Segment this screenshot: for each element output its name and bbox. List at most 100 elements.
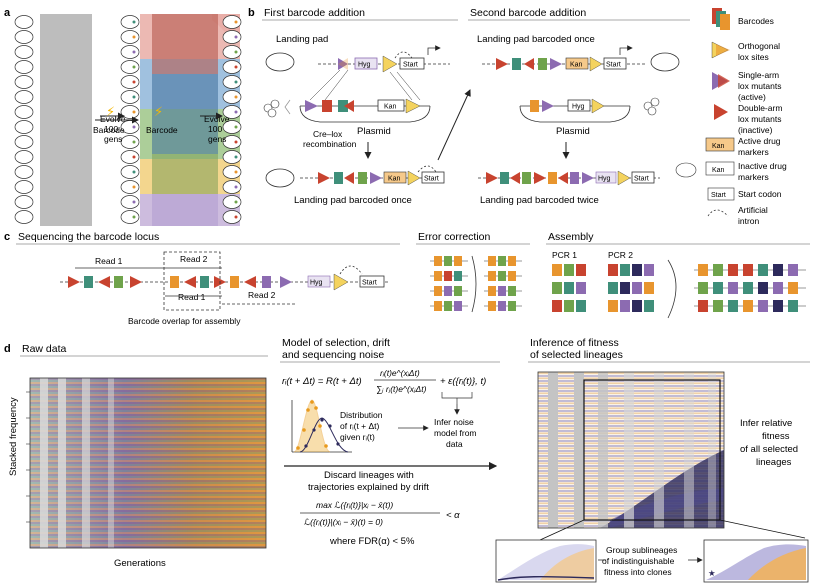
cell-icon bbox=[120, 90, 140, 104]
barcode-block bbox=[454, 271, 462, 281]
zoom-panel-left bbox=[495, 539, 597, 583]
first-barcode-title: First barcode addition bbox=[264, 7, 365, 19]
barcode-block bbox=[454, 256, 462, 266]
legend-double-arm: Double-arm bbox=[738, 103, 782, 113]
barcode-block bbox=[713, 282, 723, 294]
barcode-block bbox=[644, 300, 654, 312]
raw-data-plot bbox=[26, 377, 267, 549]
ratio-numerator: max ℒ({rᵢ(t)}|xᵢ − x̄(t)) bbox=[316, 500, 393, 510]
barcode-block bbox=[434, 256, 442, 266]
barcode-block bbox=[552, 264, 562, 276]
kan-marker-once: Kan bbox=[388, 176, 401, 183]
barcode-block bbox=[444, 271, 452, 281]
plasmid-label-1: Plasmid bbox=[357, 126, 391, 137]
read1-top: Read 1 bbox=[95, 256, 123, 266]
infer-relative-4: lineages bbox=[756, 457, 792, 468]
legend-double-arm-2: lox mutants bbox=[738, 114, 781, 124]
panel-c-letter: c bbox=[4, 231, 10, 243]
cell-icon bbox=[14, 90, 34, 104]
landing-pad-label: Landing pad bbox=[276, 34, 328, 45]
zoom-box bbox=[583, 379, 721, 521]
legend-start-icon: Start bbox=[707, 187, 735, 201]
barcode-block bbox=[498, 256, 506, 266]
distribution-point bbox=[310, 400, 314, 404]
legend-artificial: Artificial bbox=[738, 205, 768, 215]
error-correction-title: Error correction bbox=[418, 231, 491, 243]
barcode-block bbox=[576, 282, 586, 294]
cell-icon bbox=[222, 210, 242, 224]
distribution-label-2: of rᵢ(t + Δt) bbox=[340, 421, 380, 431]
barcode-label-1: Barcode bbox=[93, 125, 125, 135]
barcode-block bbox=[788, 300, 798, 312]
panel-b: b First barcode addition Second barcode … bbox=[248, 7, 697, 206]
barcode-block bbox=[728, 264, 738, 276]
cre-lox-label-2: recombination bbox=[303, 139, 357, 149]
sequencing-title: Sequencing the barcode locus bbox=[18, 231, 159, 243]
barcode-block bbox=[444, 301, 452, 311]
barcode-block bbox=[488, 256, 496, 266]
start-codon-1: Start bbox=[403, 62, 418, 69]
barcode-dot bbox=[132, 125, 136, 129]
infer-noise-3: data bbox=[446, 439, 463, 449]
barcode-block bbox=[620, 264, 630, 276]
equation-numerator: rᵢ(t)e^(xᵢΔt) bbox=[380, 368, 420, 378]
barcode-dot bbox=[234, 200, 238, 204]
kan-marker-second: Kan bbox=[570, 62, 583, 69]
distribution-point bbox=[304, 444, 308, 448]
cell-icon bbox=[222, 150, 242, 164]
barcode-block bbox=[508, 256, 516, 266]
barcode-block bbox=[508, 301, 516, 311]
distribution-point bbox=[302, 428, 306, 432]
locus-barcoded-once: Kan Start bbox=[265, 165, 445, 188]
legend-inactive-drug: Inactive drug bbox=[738, 161, 787, 171]
cell-icon bbox=[120, 210, 140, 224]
barcode-dot bbox=[234, 170, 238, 174]
hyg-marker-plasmid-2: Hyg bbox=[572, 104, 585, 111]
read2-top: Read 2 bbox=[180, 254, 208, 264]
legend: Barcodes Orthogonal lox sites Single-arm… bbox=[705, 8, 787, 226]
cell-icon bbox=[14, 165, 34, 179]
distribution-point bbox=[324, 444, 328, 448]
barcode-block bbox=[788, 264, 798, 276]
barcode-block bbox=[444, 286, 452, 296]
model-title-2: and sequencing noise bbox=[282, 349, 384, 361]
legend-active-drug: Active drug bbox=[738, 136, 781, 146]
pcr1-label: PCR 1 bbox=[552, 250, 577, 260]
barcode-block bbox=[758, 264, 768, 276]
distribution-point bbox=[314, 406, 318, 410]
cell-icon bbox=[222, 45, 242, 59]
population-column-initial bbox=[40, 14, 92, 226]
barcode-block bbox=[576, 264, 586, 276]
barcode-block bbox=[454, 286, 462, 296]
distribution-dots bbox=[296, 400, 340, 450]
cell-icon bbox=[14, 75, 34, 89]
cell-icon bbox=[222, 30, 242, 44]
barcode-dot bbox=[132, 65, 136, 69]
cell-icon bbox=[222, 135, 242, 149]
barcode-label-2: Barcode bbox=[146, 125, 178, 135]
legend-kan-icon-text: Kan bbox=[712, 143, 725, 150]
population-evolved bbox=[152, 14, 240, 226]
barcode-dot bbox=[234, 50, 238, 54]
legend-double-arm-3: (inactive) bbox=[738, 125, 773, 135]
barcode-block bbox=[508, 271, 516, 281]
barcode-dot bbox=[132, 215, 136, 219]
infer-relative-1: Infer relative bbox=[740, 418, 792, 429]
legend-single-arm-2: lox mutants bbox=[738, 81, 781, 91]
barcode-block bbox=[713, 300, 723, 312]
barcode-block bbox=[773, 264, 783, 276]
cell-icon bbox=[222, 90, 242, 104]
x-axis-label: Generations bbox=[114, 558, 166, 569]
barcode-block bbox=[773, 282, 783, 294]
landing-pad-barcoded-once-bottom: Landing pad barcoded once bbox=[294, 195, 412, 206]
plasmid-first: Kan Plasmid Cre–lox recombination bbox=[263, 69, 431, 149]
legend-intron: intron bbox=[738, 216, 760, 226]
distribution-label-1: Distribution bbox=[340, 410, 383, 420]
cell-icon bbox=[120, 30, 140, 44]
barcode-block bbox=[608, 264, 618, 276]
cell-icon bbox=[120, 195, 140, 209]
cell-icon bbox=[120, 15, 140, 29]
legend-single-arm: Single-arm bbox=[738, 70, 779, 80]
distribution-point bbox=[318, 424, 322, 428]
